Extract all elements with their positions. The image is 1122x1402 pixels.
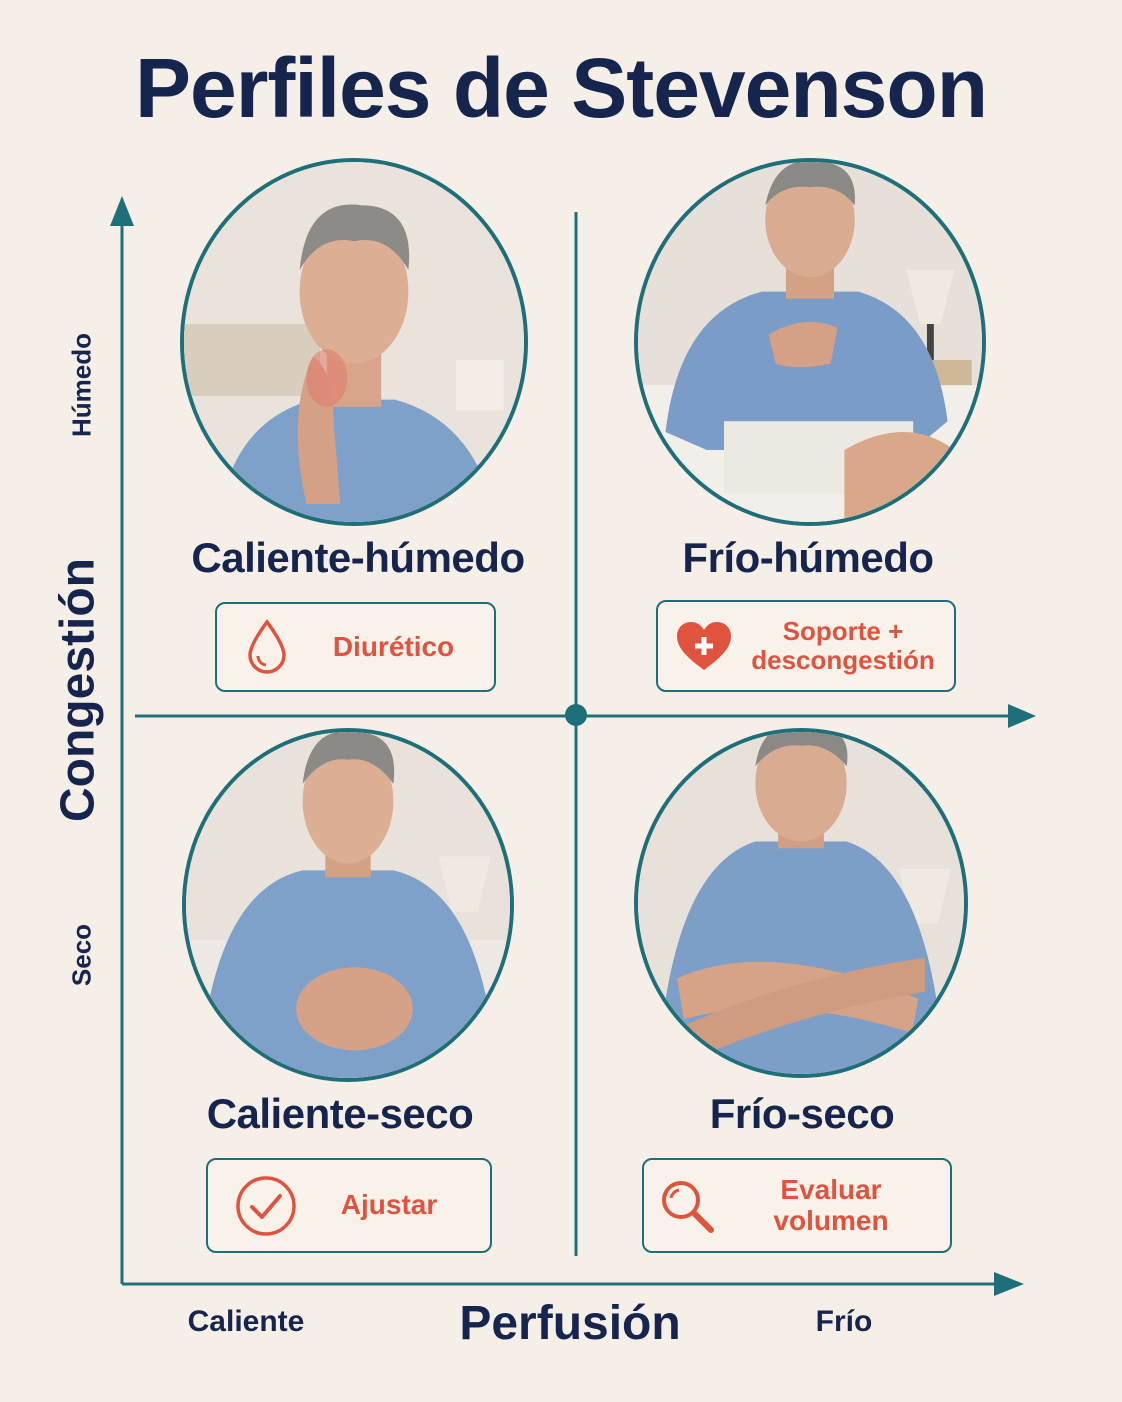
x-axis-label: Perfusión [459,1297,681,1350]
quadrant-title-warm-dry: Caliente-seco [206,1090,474,1137]
quadrant-title-cold-wet: Frío-húmedo [682,534,934,581]
action-label-cold-wet: Soporte + descongestión [751,616,935,675]
quadrant-title-warm-wet: Caliente-húmedo [191,534,525,581]
page-title: Perfiles de Stevenson [134,41,988,135]
patient-photo-cold-wet [634,158,986,526]
action-box-warm-wet: Diurético [215,602,496,692]
action-label-warm-dry: Ajustar [340,1189,438,1221]
droplet-icon [217,619,317,675]
patient-photo-warm-wet [180,158,528,526]
y-axis-arrow [110,196,134,226]
x-tick-high: Frío [815,1305,873,1338]
patient-photo-cold-dry [634,728,968,1078]
horizontal-divider-arrow [1008,704,1036,728]
action-box-cold-dry: Evaluar volumen [642,1158,952,1253]
check-circle-icon [208,1174,324,1238]
quadrant-title-cold-dry: Frío-seco [709,1090,895,1137]
action-box-cold-wet: Soporte + descongestión [656,600,956,692]
magnifier-icon [644,1176,730,1236]
heart-plus-icon [658,620,750,672]
action-label-warm-wet: Diurético [332,630,455,662]
x-axis-arrow [994,1272,1024,1296]
x-tick-low: Caliente [187,1305,305,1338]
patient-photo-warm-dry [182,728,514,1082]
action-box-warm-dry: Ajustar [206,1158,492,1253]
action-label-cold-dry: Evaluar volumen [773,1173,889,1236]
center-dot [565,704,587,726]
